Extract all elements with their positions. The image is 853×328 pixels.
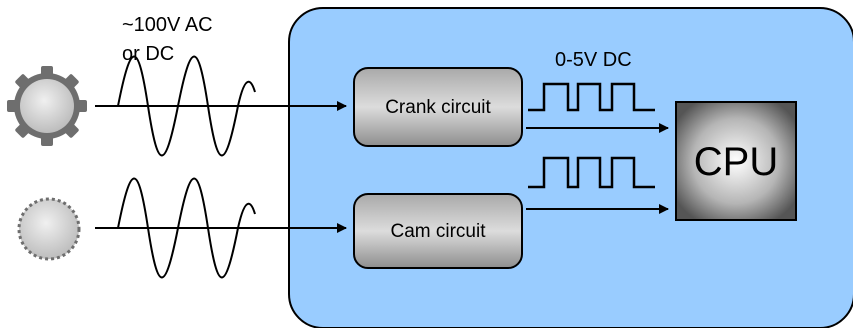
toothed-wheel-icon [7, 66, 87, 146]
cpu-box [675, 101, 797, 221]
cam-square-wave [528, 156, 655, 189]
output-signal-label: 0-5V DC [555, 49, 632, 71]
crank-circuit-box [353, 67, 523, 147]
dotted-wheel-icon [17, 197, 81, 261]
crank-circuit-label: Crank circuit [385, 97, 491, 118]
input-signal-label-line2: or DC [122, 43, 174, 65]
input-signal-label-line1: ~100V AC [122, 14, 213, 36]
cam-circuit-label: Cam circuit [390, 221, 486, 242]
cpu-label: CPU [694, 140, 778, 184]
cam-circuit-box [353, 193, 523, 269]
crank-square-wave [528, 82, 655, 112]
